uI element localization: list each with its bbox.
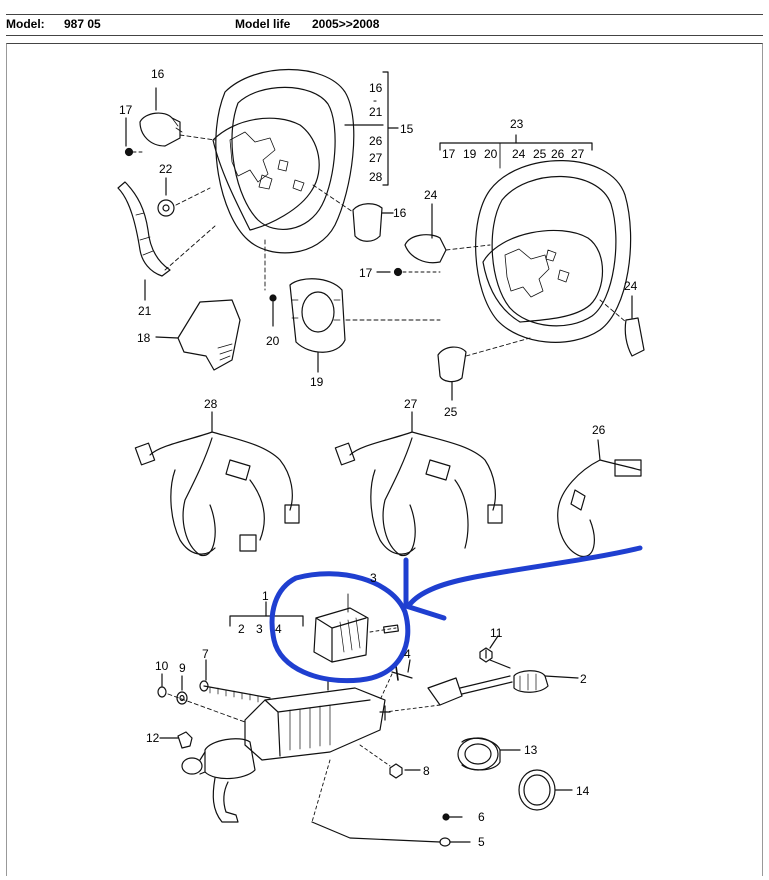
part-8-nut <box>359 744 421 779</box>
part-10-washer <box>157 673 246 723</box>
harness-27 <box>334 411 503 557</box>
label-28: 28 <box>204 397 218 411</box>
bracket15-l1: 16 <box>369 81 383 95</box>
highlight-annotation <box>269 545 643 684</box>
bracket-1 <box>229 593 349 627</box>
bracket23-l7: 27 <box>571 147 585 161</box>
part-18-cover <box>155 299 241 371</box>
bracket15-l3: 21 <box>369 105 383 119</box>
label-17: 17 <box>119 103 133 117</box>
label-8: 8 <box>423 764 430 778</box>
model-header: Model: 987 05 Model life 2005>>2008 <box>6 14 763 36</box>
part-5-rod <box>311 759 471 847</box>
part-14-ring <box>518 769 573 811</box>
bracket15-l6: 28 <box>369 170 383 184</box>
part-4-bolt <box>379 659 413 701</box>
part-7-bolt <box>199 659 271 703</box>
bracket-15 <box>344 71 399 186</box>
bracket23-l1: 17 <box>442 147 456 161</box>
highlight-circle <box>269 571 411 684</box>
diagram-frame <box>6 43 763 876</box>
model-life-value: 2005>>2008 <box>312 17 380 31</box>
label-15: 15 <box>400 122 414 136</box>
steering-wheel-b <box>475 160 632 343</box>
label-16: 16 <box>151 67 165 81</box>
part-9-washer <box>176 675 188 705</box>
label-17-right: 17 <box>359 266 373 280</box>
part-3-module <box>313 607 399 663</box>
label-5: 5 <box>478 835 485 849</box>
bracket-23 <box>439 134 593 169</box>
label-23: 23 <box>510 117 524 131</box>
part-24-cap-right <box>599 295 645 357</box>
part-21-trim <box>117 181 216 301</box>
bracket23-l2: 19 <box>463 147 477 161</box>
part-19-plate <box>289 278 441 373</box>
label-16-right: 16 <box>393 206 407 220</box>
harness-28 <box>134 411 300 557</box>
steering-wheel-a <box>212 69 355 254</box>
part-2-shaft <box>384 670 579 713</box>
label-26: 26 <box>592 423 606 437</box>
part-24-cap-upper <box>404 203 491 264</box>
part-6-screw <box>442 813 463 821</box>
part-22-bolt <box>157 177 211 217</box>
bracket23-l6: 26 <box>551 147 565 161</box>
label-22: 22 <box>159 162 173 176</box>
label-20: 20 <box>266 334 280 348</box>
label-24-upper: 24 <box>424 188 438 202</box>
bracket15-l4: 26 <box>369 134 383 148</box>
bracket15-l5: 27 <box>369 151 383 165</box>
highlight-arrow-line <box>407 545 643 607</box>
model-life-label: Model life <box>235 17 291 31</box>
label-10: 10 <box>155 659 169 673</box>
label-3: 3 <box>370 571 377 585</box>
highlight-arrow-head <box>403 557 447 621</box>
model-value: 987 05 <box>64 17 101 31</box>
model-label: Model: <box>6 17 45 31</box>
label-24-right: 24 <box>624 279 638 293</box>
part-16-cap-left <box>139 87 216 147</box>
part-25-cap <box>437 337 531 401</box>
part-11-bolt <box>479 635 511 669</box>
bracket23-l3: 20 <box>484 147 498 161</box>
part-13-boot <box>457 737 521 771</box>
label-21: 21 <box>138 304 152 318</box>
label-18: 18 <box>137 331 151 345</box>
label-13: 13 <box>524 743 538 757</box>
label-6: 6 <box>478 810 485 824</box>
label-19: 19 <box>310 375 324 389</box>
part-labels: 16 17 22 21 18 20 19 16 15 16 - 21 26 27… <box>119 67 638 849</box>
part-17-screw-left <box>124 117 146 157</box>
bracket23-l5: 25 <box>533 147 547 161</box>
label-14: 14 <box>576 784 590 798</box>
bracket15-l2: - <box>373 93 377 107</box>
label-11: 11 <box>490 626 503 640</box>
label-4: 4 <box>404 647 411 661</box>
harness-26 <box>557 439 642 558</box>
bracket1-l3: 4 <box>275 622 282 636</box>
part-17-screw-right <box>376 267 441 277</box>
bracket1-l1: 2 <box>238 622 245 636</box>
column-housing <box>181 679 391 823</box>
label-1: 1 <box>262 589 269 603</box>
part-20-screw <box>264 239 277 327</box>
label-2: 2 <box>580 672 587 686</box>
label-27: 27 <box>404 397 418 411</box>
label-7: 7 <box>202 647 209 661</box>
label-9: 9 <box>179 661 186 675</box>
label-12: 12 <box>146 731 160 745</box>
part-12-clip <box>159 731 193 749</box>
label-25: 25 <box>444 405 458 419</box>
part-16-cap-right <box>312 184 394 242</box>
bracket1-l2: 3 <box>256 622 263 636</box>
bracket23-l4: 24 <box>512 147 526 161</box>
